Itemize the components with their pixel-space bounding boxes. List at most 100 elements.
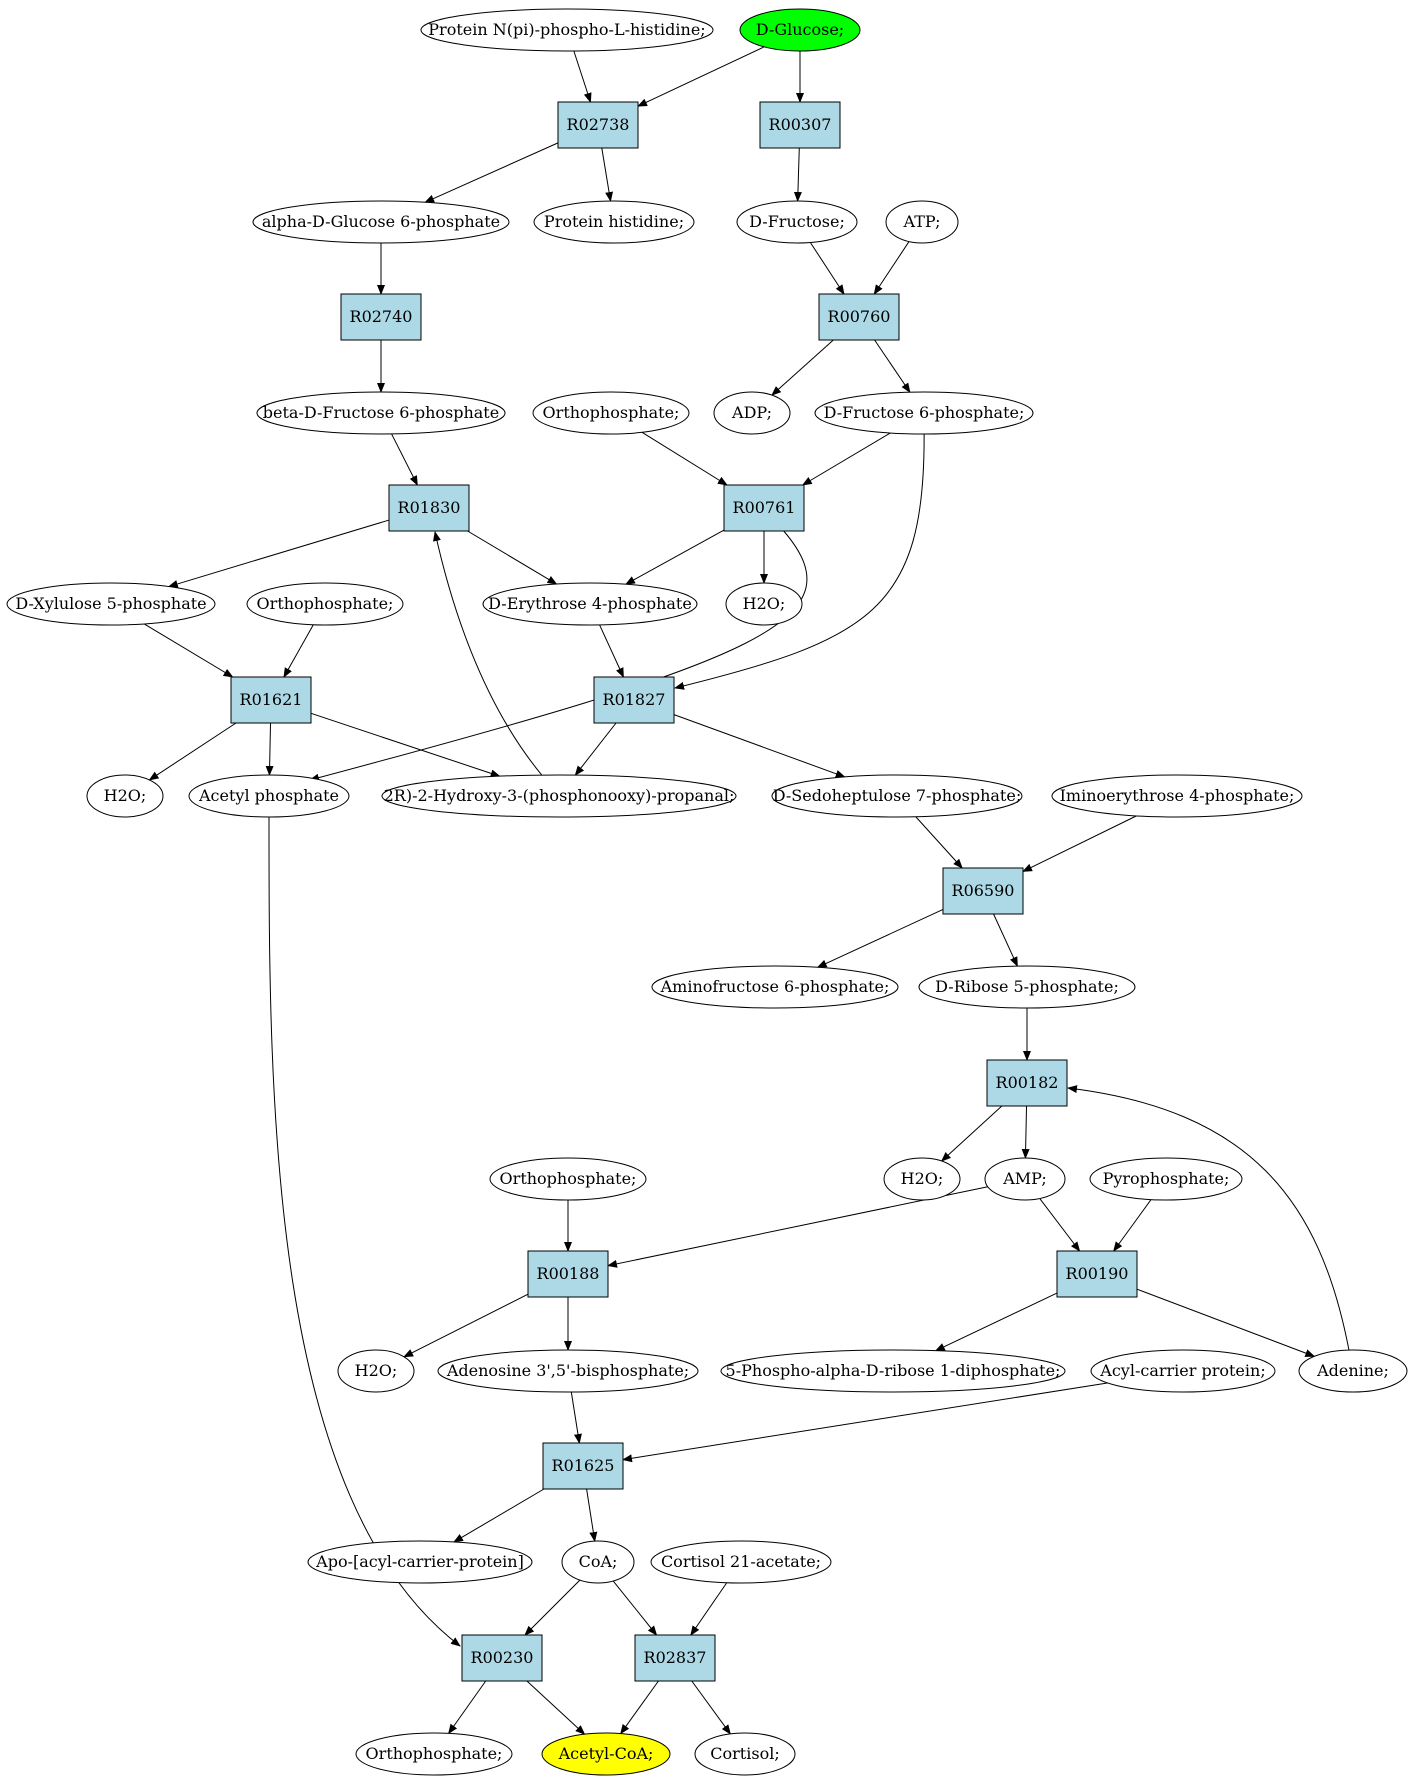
compound-label: D-Xylulose 5-phosphate [15,594,206,613]
compound-ellipse [437,1349,699,1393]
reaction-label: R00761 [733,498,796,517]
compound-node-d-sedoheptulose-7-phosphate: D-Sedoheptulose 7-phosphate; [771,774,1023,818]
compound-ellipse [532,391,690,435]
edge-ortho1-to-r00761 [641,431,728,486]
edge-r00190-to-adenine [1136,1288,1316,1357]
reaction-label: R02740 [350,307,413,326]
edge-r00182-to-h2o_3 [940,1105,1003,1162]
compound-label: Cortisol; [710,1744,779,1763]
compound-ellipse [771,774,1023,818]
edge-r06590-to-aminof6p [816,909,944,968]
nodes-layer: Protein N(pi)-phospho-L-histidine; D-Gluc… [6,8,1408,1776]
compound-node-aminofructose-6-phosphate: Aminofructose 6-phosphate; [651,965,899,1009]
compound-node-h2o: H2O; [883,1157,961,1201]
compound-label: Orthophosphate; [543,403,680,422]
compound-label: Pyrophosphate; [1103,1169,1230,1188]
reaction-box [527,1250,609,1298]
edge-r00190-to-prpp [934,1292,1058,1352]
compound-ellipse [725,582,803,626]
edge-r02837-to-acetylcoa [620,1680,659,1735]
edge-r01827-to-g3p [574,722,617,776]
compound-ellipse [1298,1349,1408,1393]
reaction-node-r01830: R01830 [388,484,470,532]
reaction-node-r00760: R00760 [818,293,900,341]
reaction-box [986,1059,1068,1107]
edge-r00761-to-de4p [624,529,725,585]
compound-ellipse [489,1157,647,1201]
compound-node-adenosine-3-5-bisphosphate: Adenosine 3',5'-bisphosphate; [437,1349,699,1393]
compound-label: H2O; [355,1361,398,1380]
reaction-node-r00761: R00761 [723,484,805,532]
edge-ortho2-to-r01621 [283,624,314,678]
compound-label: Orthophosphate; [257,594,394,613]
compound-label: Orthophosphate; [500,1169,637,1188]
compound-node-acetyl-phosphate: Acetyl phosphate [188,774,350,818]
reaction-label: R00188 [537,1264,600,1283]
compound-node-protein-n-pi-phospho-l-histidine: Protein N(pi)-phospho-L-histidine; [420,8,714,52]
compound-label: Apo-[acyl-carrier-protein] [315,1552,524,1571]
compound-ellipse [739,8,861,52]
compound-ellipse [188,774,350,818]
edge-protein_npi-to-r02738 [573,50,592,103]
reaction-label: R01625 [552,1456,615,1475]
compound-node-d-xylulose-5-phosphate: D-Xylulose 5-phosphate [6,582,216,626]
edge-coa-to-r00230 [524,1579,581,1636]
edge-acp-to-r01625 [622,1382,1108,1463]
reaction-label: R01830 [398,498,461,517]
edge-cortac-to-r02837 [690,1582,728,1636]
reaction-box [461,1634,543,1682]
compound-node-orthophosphate: Orthophosphate; [246,582,404,626]
reaction-box [542,1442,624,1490]
compound-label: ADP; [731,403,772,422]
compound-label: D-Erythrose 4-phosphate [488,594,692,613]
compound-label: Orthophosphate; [366,1744,503,1763]
edge-ppi-to-r00190 [1113,1199,1152,1252]
compound-node-orthophosphate: Orthophosphate; [355,1732,513,1776]
compound-ellipse [256,391,506,435]
reaction-label: R00190 [1066,1264,1129,1283]
edge-amp-to-r00190 [1039,1198,1081,1252]
compound-label: 2R)-2-Hydroxy-3-(phosphonooxy)-propanal; [384,786,735,805]
reaction-box [759,101,841,149]
compound-ellipse [984,1157,1066,1201]
reaction-box [942,867,1024,915]
compound-node-adp: ADP; [713,391,791,435]
edge-r01621-to-h2o_2 [148,722,237,781]
compound-ellipse [307,1540,533,1584]
compound-node-d-glucose: D-Glucose; [739,8,861,52]
compound-ellipse [736,200,858,244]
compound-ellipse [533,200,695,244]
edge-adenine-to-r00182 [1067,1085,1350,1351]
edge-r00760-to-d_f6p [874,339,911,394]
compound-label: Aminofructose 6-phosphate; [660,977,890,996]
reaction-box [388,484,470,532]
compound-label: Adenine; [1316,1361,1389,1380]
compound-label: Acetyl-CoA; [558,1744,654,1763]
reaction-box [818,293,900,341]
compound-node-iminoerythrose-4-phosphate: Iminoerythrose 4-phosphate; [1051,774,1303,818]
reaction-box [593,676,675,724]
reaction-node-r00182: R00182 [986,1059,1068,1107]
compound-label: D-Fructose 6-phosphate; [824,403,1025,422]
reaction-node-r00188: R00188 [527,1250,609,1298]
edge-r00230-to-acetylcoa [526,1680,586,1735]
compound-label: Cortisol 21-acetate; [661,1552,821,1571]
compound-node-d-fructose: D-Fructose; [736,200,858,244]
reaction-node-r00230: R00230 [461,1634,543,1682]
compound-node-atp: ATP; [885,200,959,244]
compound-label: 5-Phospho-alpha-D-ribose 1-diphosphate; [726,1361,1061,1380]
edge-r01830-to-de4p [467,530,558,585]
reaction-label: R01621 [240,690,303,709]
reaction-box [723,484,805,532]
compound-label: D-Sedoheptulose 7-phosphate; [773,786,1021,805]
compound-label: D-Fructose; [749,212,845,231]
compound-label: Adenosine 3',5'-bisphosphate; [446,1361,689,1380]
compound-ellipse [381,774,737,818]
reaction-label: R06590 [952,881,1015,900]
compound-label: D-Ribose 5-phosphate; [935,977,1119,996]
edge-d_f6p-to-r01827 [674,433,925,690]
compound-label: Acetyl phosphate [198,786,339,805]
compound-node-acyl-carrier-protein: Acyl-carrier protein; [1090,1349,1276,1393]
compound-ellipse [713,391,791,435]
